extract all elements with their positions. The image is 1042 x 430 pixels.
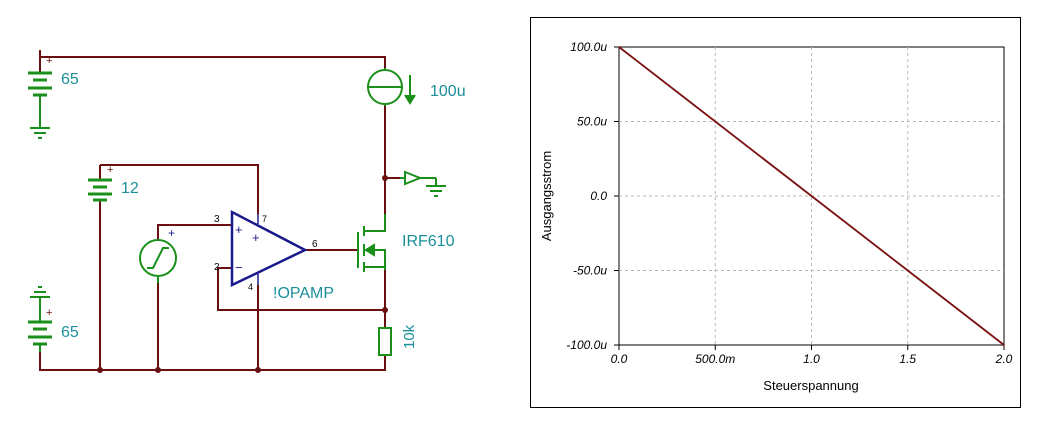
battery-top-polarity: +: [46, 55, 52, 67]
x-tick-label: 1.5: [899, 352, 916, 366]
junction-dots: [97, 175, 388, 373]
opamp-pin-inv: 2: [214, 262, 220, 273]
battery-mid-value: 12: [121, 180, 139, 197]
mosfet-label: IRF610: [402, 233, 455, 250]
data-point: [810, 195, 813, 197]
x-tick-label: 2.0: [995, 352, 1013, 366]
circuit-schematic: + 65 + 12 + 65 100u: [28, 50, 466, 373]
resistor-icon: [378, 327, 392, 356]
data-point: [618, 46, 620, 48]
y-tick-label: -100.0u: [566, 338, 607, 352]
y-tick-label: 0.0: [590, 189, 607, 203]
y-tick-label: -50.0u: [573, 264, 607, 278]
x-tick-label: 500.0m: [695, 352, 735, 366]
opamp-minus-sign: −: [235, 260, 243, 275]
opamp-pin-out: 6: [312, 239, 318, 250]
data-point: [906, 269, 909, 272]
battery-bottom-value: 65: [61, 324, 79, 341]
opamp-pin-vplus: 7: [262, 214, 267, 224]
battery-top: [28, 71, 52, 139]
battery-bottom-polarity: +: [46, 307, 52, 319]
x-tick-label: 1.0: [803, 352, 820, 366]
x-tick-label: 0.0: [611, 352, 628, 366]
opamp-pin-noninv: 3: [214, 214, 220, 225]
opamp-vplus-sign: +: [252, 230, 260, 245]
opamp-plus-sign: +: [235, 222, 243, 237]
battery-mid: [88, 178, 112, 202]
output-probe-icon: [400, 170, 446, 197]
y-tick-label: 50.0u: [577, 115, 607, 129]
battery-top-value: 65: [61, 71, 79, 88]
battery-mid-polarity: +: [107, 164, 113, 176]
mosfet-icon: [357, 214, 386, 272]
wires: [39, 50, 400, 371]
resistor-value: 10k: [401, 324, 418, 349]
generator-polarity: +: [168, 226, 175, 240]
opamp-pin-vminus: 4: [248, 282, 253, 292]
current-source-value: 100u: [430, 83, 466, 100]
opamp-icon: [230, 209, 308, 287]
data-point: [714, 120, 717, 123]
y-tick-label: 100.0u: [570, 40, 607, 54]
opamp-label: !OPAMP: [273, 285, 334, 302]
signal-generator-icon: [139, 239, 177, 283]
current-source: [367, 68, 416, 106]
line-chart: 100.0u 50.0u 0.0 -50.0u -100.0u 0.0 500.0m 1.0…: [539, 40, 1013, 393]
y-axis-label: Ausgangsstrom: [539, 151, 554, 241]
x-tick-labels: 0.0 500.0m 1.0 1.5 2.0: [611, 345, 1013, 366]
y-tick-labels: 100.0u 50.0u 0.0 -50.0u -100.0u: [566, 40, 619, 352]
x-axis-label: Steuerspannung: [763, 378, 858, 393]
series-group: [618, 46, 1005, 346]
battery-bottom: [28, 286, 52, 352]
data-point: [1003, 344, 1005, 346]
